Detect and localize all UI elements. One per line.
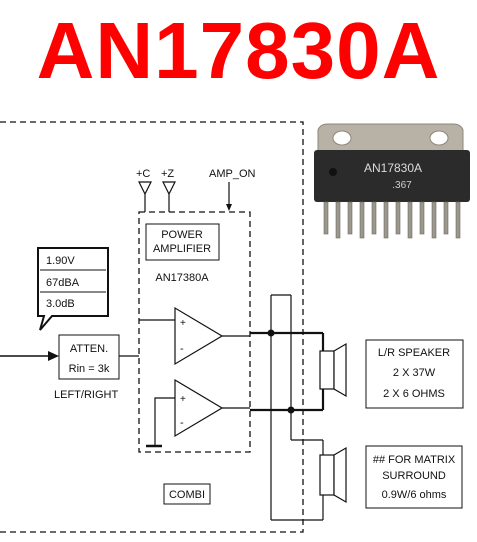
- junction-dot: [267, 329, 275, 337]
- speaker1-magnet: [319, 350, 335, 390]
- power-amp-line1: POWER: [161, 229, 203, 241]
- module-boundary: [0, 121, 304, 533]
- speaker2-label-box: [365, 445, 463, 509]
- speaker1-line2: 2 X 37W: [393, 367, 436, 379]
- combi-box: [163, 483, 211, 505]
- speaker1-label-box: [365, 339, 464, 409]
- supply-z-label: +Z: [161, 168, 174, 180]
- chip-marking-2: .367: [392, 180, 412, 191]
- speaker1-line3: 2 X 6 OHMS: [383, 388, 445, 400]
- atten-line1: ATTEN.: [70, 343, 108, 355]
- speaker2-line3: 0.9W/6 ohms: [382, 489, 447, 501]
- page-title: AN17830A: [36, 6, 441, 95]
- junction-dot: [287, 406, 295, 414]
- chip-tab-hole: [429, 130, 449, 146]
- callout-line1: 1.90V: [46, 255, 75, 267]
- chip-heat-tab: [317, 123, 464, 157]
- supply-z-triangle: [162, 181, 176, 196]
- chip-marking-1: AN17830A: [364, 161, 422, 175]
- amp1-minus-sign: -: [180, 343, 184, 355]
- power-amp-label-box: [145, 223, 220, 261]
- amp2-plus-sign: +: [180, 394, 186, 405]
- speaker2-magnet: [319, 454, 335, 496]
- callout-line3: 3.0dB: [46, 298, 75, 310]
- speaker1-cone: [333, 342, 347, 398]
- chip-pin1-dot: [329, 168, 337, 176]
- speaker2-cone: [333, 446, 347, 504]
- chip-body: [314, 150, 470, 202]
- amp2-plus-wire: [154, 397, 175, 446]
- supply-c-triangle: [138, 181, 152, 196]
- input-arrow: [48, 351, 59, 361]
- atten-line2: Rin = 3k: [69, 363, 110, 375]
- amp-on-arrow: [226, 204, 232, 211]
- combi-label: COMBI: [169, 489, 205, 501]
- amp-on-label: AMP_ON: [209, 168, 256, 180]
- callout-line2: 67dBA: [46, 277, 80, 289]
- power-amp-line2: AMPLIFIER: [153, 243, 211, 255]
- amp1-plus-sign: +: [180, 318, 186, 329]
- callout-balloon: [37, 247, 109, 331]
- power-amp-part: AN17380A: [155, 272, 209, 284]
- speaker2-line2: SURROUND: [382, 470, 446, 482]
- amplifier-2-triangle: [174, 378, 224, 438]
- chip-tab-hole: [332, 130, 352, 146]
- chip-photo: AN17830A .367: [308, 120, 473, 243]
- speaker1-line1: L/R SPEAKER: [378, 347, 450, 359]
- speaker2-line1: ## FOR MATRIX: [373, 454, 456, 466]
- supply-c-label: +C: [136, 168, 150, 180]
- amplifier-1-triangle: [174, 306, 224, 366]
- amp2-minus-sign: -: [180, 417, 184, 429]
- atten-box: [58, 334, 120, 380]
- chip-pins: [323, 201, 461, 239]
- atten-caption: LEFT/RIGHT: [54, 389, 118, 401]
